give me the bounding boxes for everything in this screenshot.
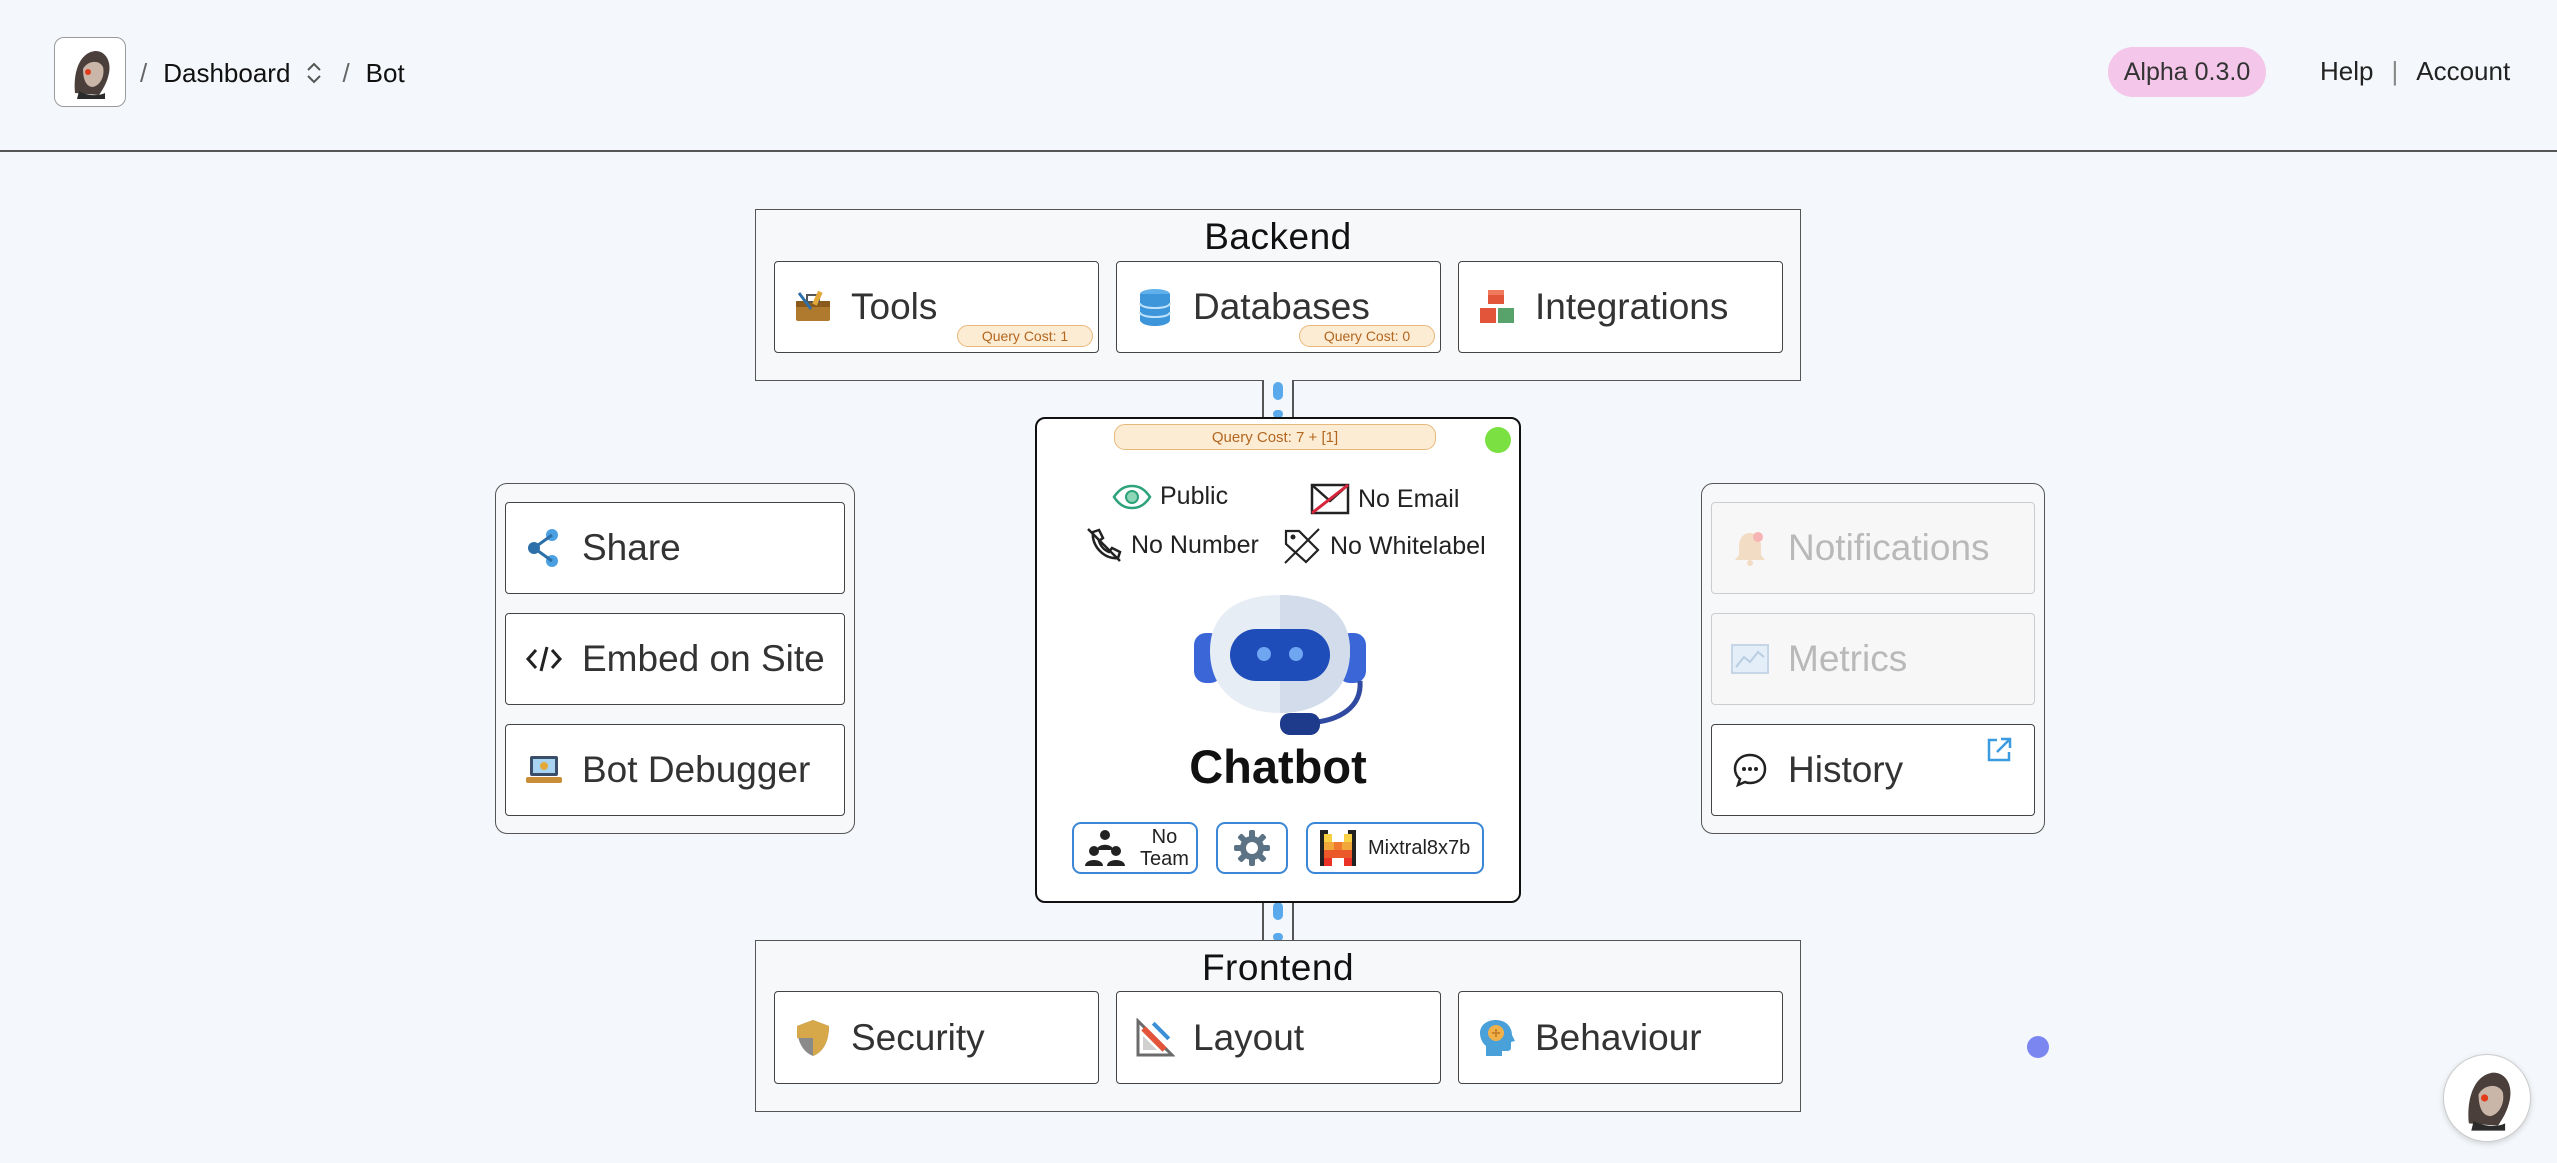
no-email-icon xyxy=(1310,482,1350,516)
robot-icon xyxy=(1190,591,1370,741)
behaviour-card[interactable]: Behaviour xyxy=(1458,991,1783,1084)
eye-icon xyxy=(1112,484,1152,510)
floating-indicator-dot xyxy=(2027,1036,2049,1058)
whitelabel-label: No Whitelabel xyxy=(1330,531,1486,560)
share-label: Share xyxy=(582,527,681,568)
tools-label: Tools xyxy=(851,286,938,327)
security-card[interactable]: Security xyxy=(774,991,1099,1084)
chat-assistant-button[interactable] xyxy=(2443,1054,2531,1142)
databases-query-cost: Query Cost: 0 xyxy=(1299,325,1435,347)
integrations-card[interactable]: Integrations xyxy=(1458,261,1783,353)
frontend-title: Frontend xyxy=(1201,947,1355,988)
chevron-up-down-icon[interactable] xyxy=(304,59,324,87)
frontend-panel: Frontend Security Layout Behaviour xyxy=(755,940,1801,1112)
team-icon xyxy=(1084,828,1126,868)
left-actions-panel: Share Embed on Site Bot Debugger xyxy=(495,483,855,834)
link-separator: | xyxy=(2391,56,2399,86)
team-line-1: No xyxy=(1151,826,1178,848)
databases-card[interactable]: Databases Query Cost: 0 xyxy=(1116,261,1441,353)
version-badge: Alpha 0.3.0 xyxy=(2108,47,2266,97)
breadcrumb-separator: / xyxy=(342,57,350,88)
connector-dash xyxy=(1273,933,1283,941)
layout-label: Layout xyxy=(1193,1016,1305,1058)
backend-panel: Backend Tools Query Cost: 1 Databases Qu… xyxy=(755,209,1801,381)
bot-name: Chatbot xyxy=(1189,740,1367,793)
model-label: Mixtral8x7b xyxy=(1368,836,1471,859)
layout-card[interactable]: Layout xyxy=(1116,991,1441,1084)
shield-icon xyxy=(791,1016,835,1060)
laptop-bug-icon xyxy=(522,748,566,792)
breadcrumb-dashboard[interactable]: Dashboard xyxy=(163,57,291,88)
embed-label: Embed on Site xyxy=(582,638,825,679)
code-icon xyxy=(522,637,566,681)
tools-query-cost: Query Cost: 1 xyxy=(957,325,1093,347)
share-icon xyxy=(522,526,566,570)
mistral-icon xyxy=(1320,830,1356,866)
bot-debugger-label: Bot Debugger xyxy=(582,749,811,790)
bot-query-cost: Query Cost: 7 + [1] xyxy=(1114,424,1436,450)
backend-connector xyxy=(1262,380,1294,418)
chat-bubble-icon xyxy=(1728,748,1772,792)
blocks-icon xyxy=(1475,285,1519,329)
tools-card[interactable]: Tools Query Cost: 1 xyxy=(774,261,1099,353)
breadcrumb-separator: / xyxy=(140,57,148,88)
team-text: No Team xyxy=(1140,826,1189,870)
top-bar: / Dashboard / Bot Alpha 0.3.0 Help | Acc… xyxy=(0,0,2557,152)
bell-icon xyxy=(1728,526,1772,570)
team-line-2: Team xyxy=(1140,848,1189,870)
connector-dash xyxy=(1273,902,1283,920)
metrics-label: Metrics xyxy=(1788,638,1908,679)
notifications-label: Notifications xyxy=(1788,527,1990,568)
model-button[interactable]: Mixtral8x7b xyxy=(1306,822,1484,874)
help-link[interactable]: Help xyxy=(2320,56,2374,86)
external-link-icon[interactable] xyxy=(1984,735,2014,765)
head-brain-icon xyxy=(1475,1016,1519,1060)
connector-dash xyxy=(1273,382,1283,400)
backend-title: Backend xyxy=(1204,216,1352,257)
email-flag[interactable]: No Email xyxy=(1310,482,1459,516)
notifications-button: Notifications xyxy=(1711,502,2035,594)
bot-debugger-button[interactable]: Bot Debugger xyxy=(505,724,845,816)
whitelabel-flag[interactable]: No Whitelabel xyxy=(1282,526,1486,566)
visibility-flag[interactable]: Public xyxy=(1112,482,1228,511)
history-label: History xyxy=(1788,749,1904,790)
ruler-icon xyxy=(1133,1016,1177,1060)
chart-icon xyxy=(1728,637,1772,681)
number-label: No Number xyxy=(1131,530,1259,559)
number-flag[interactable]: No Number xyxy=(1085,526,1259,564)
behaviour-label: Behaviour xyxy=(1535,1016,1702,1058)
assistant-avatar-icon xyxy=(2468,1072,2511,1131)
gear-icon xyxy=(1232,828,1272,868)
frontend-connector xyxy=(1262,902,1294,941)
home-avatar-button[interactable] xyxy=(54,37,126,107)
top-links: Help | Account xyxy=(2320,56,2510,87)
no-phone-icon xyxy=(1085,526,1123,564)
security-label: Security xyxy=(851,1016,985,1058)
databases-label: Databases xyxy=(1193,286,1370,327)
right-actions-panel: Notifications Metrics History xyxy=(1701,483,2045,834)
no-tag-icon xyxy=(1282,526,1322,566)
avatar-icon xyxy=(63,45,117,99)
email-label: No Email xyxy=(1358,484,1460,513)
breadcrumb-bot[interactable]: Bot xyxy=(365,57,405,88)
integrations-label: Integrations xyxy=(1535,286,1729,327)
team-button[interactable]: No Team xyxy=(1072,822,1198,874)
account-link[interactable]: Account xyxy=(2416,56,2511,86)
visibility-label: Public xyxy=(1160,482,1229,510)
bot-card: Query Cost: 7 + [1] Public No Email No N… xyxy=(1035,417,1521,903)
share-button[interactable]: Share xyxy=(505,502,845,594)
toolbox-icon xyxy=(791,285,835,329)
history-button[interactable]: History xyxy=(1711,724,2035,816)
database-icon xyxy=(1133,285,1177,329)
breadcrumb: / Dashboard / Bot xyxy=(140,56,417,90)
status-indicator xyxy=(1485,427,1511,453)
connector-dash xyxy=(1273,410,1283,418)
metrics-button: Metrics xyxy=(1711,613,2035,705)
embed-button[interactable]: Embed on Site xyxy=(505,613,845,705)
settings-button[interactable] xyxy=(1216,822,1288,874)
